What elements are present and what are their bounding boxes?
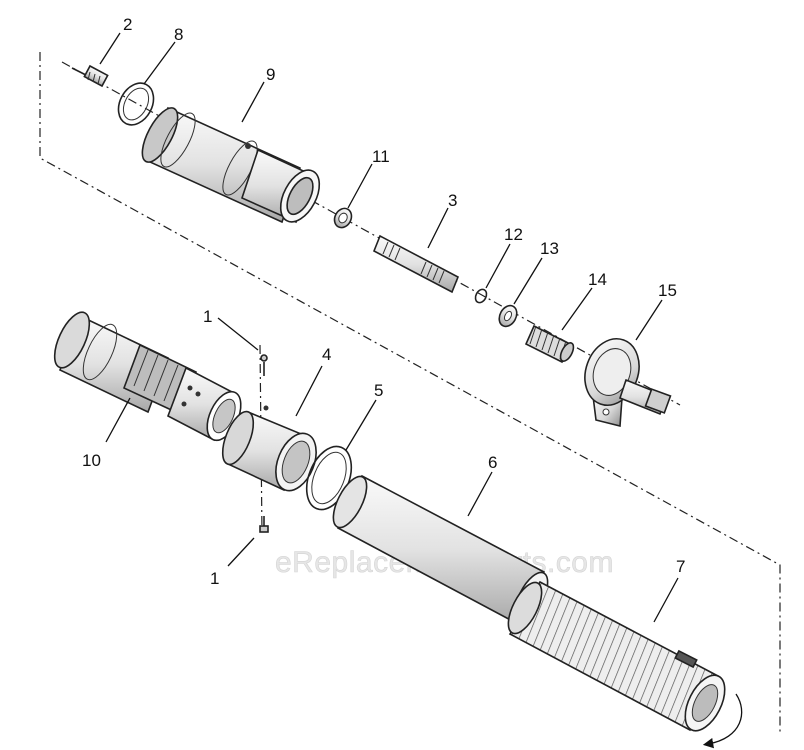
leader-14 <box>561 287 593 331</box>
leader-1-top <box>217 317 259 351</box>
leader-15 <box>635 299 663 341</box>
part-7-handle <box>507 580 743 749</box>
part-12-ring <box>474 288 488 304</box>
callout-12: 12 <box>504 225 523 244</box>
part-15-end-housing <box>584 338 672 428</box>
leader-10 <box>105 397 131 443</box>
callout-11: 11 <box>372 147 390 166</box>
callout-15: 15 <box>658 281 677 300</box>
callout-13: 13 <box>540 239 559 258</box>
callout-9: 9 <box>266 65 275 84</box>
assembly-boundary <box>39 52 781 735</box>
leader-4 <box>295 365 323 417</box>
part-1-screw-bottom <box>259 516 269 533</box>
part-1-screw-top <box>260 354 268 376</box>
callout-1-top: 1 <box>203 307 212 326</box>
leader-8 <box>143 41 176 85</box>
leader-7 <box>653 577 679 623</box>
part-2-pin <box>71 64 109 88</box>
callout-6: 6 <box>488 453 497 472</box>
callout-4: 4 <box>322 345 331 364</box>
callout-14: 14 <box>588 270 607 289</box>
part-4-ring-housing <box>221 405 317 492</box>
callout-2: 2 <box>123 15 132 34</box>
part-14-spring <box>524 324 575 364</box>
leader-9 <box>241 81 265 123</box>
callout-3: 3 <box>448 191 457 210</box>
callout-5: 5 <box>374 381 383 400</box>
leader-11 <box>347 163 373 209</box>
leader-2 <box>99 32 121 65</box>
part-9-housing <box>141 106 321 224</box>
callout-7: 7 <box>676 557 685 576</box>
part-8-o-ring <box>117 82 155 126</box>
part-3-shaft <box>372 234 460 294</box>
callout-8: 8 <box>174 25 183 44</box>
part-10-motor-assembly <box>53 311 242 442</box>
part-11-bushing <box>333 207 353 229</box>
leader-13 <box>513 257 543 305</box>
leader-1-bottom <box>227 537 255 567</box>
callout-1-bottom: 1 <box>210 569 219 588</box>
leader-6 <box>467 471 493 517</box>
leader-5 <box>345 399 377 451</box>
part-13-washer <box>498 304 518 328</box>
leader-3 <box>427 207 449 249</box>
leader-12 <box>485 243 511 289</box>
callout-10: 10 <box>82 451 101 470</box>
